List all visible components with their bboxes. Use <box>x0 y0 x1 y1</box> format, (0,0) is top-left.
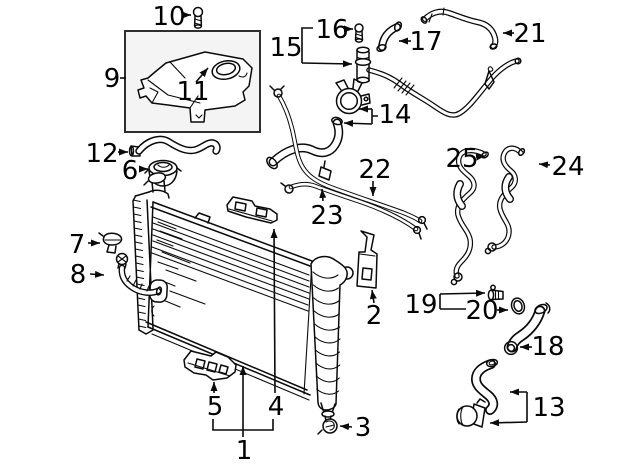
callout-3-label: 3 <box>355 413 372 443</box>
pipe-clip <box>484 66 495 90</box>
callout-20-label: 20 <box>465 296 498 326</box>
thermostat-housing <box>456 398 486 428</box>
callout-24-label: 24 <box>551 152 584 182</box>
callout-19-label: 19 <box>404 290 437 320</box>
plug <box>487 284 504 301</box>
right-tank <box>310 255 348 411</box>
callout-13-label: 13 <box>532 393 565 423</box>
o-ring <box>510 297 526 315</box>
callout-10-label: 10 <box>152 2 185 32</box>
callout-5-label: 5 <box>207 392 224 422</box>
mount-clip <box>98 232 123 254</box>
leader-lines <box>88 11 551 437</box>
heater-hose-left <box>450 147 490 286</box>
callout-22-label: 22 <box>358 155 391 185</box>
callout-2-label: 2 <box>366 301 383 331</box>
coolant-reservoir-tank <box>137 51 253 123</box>
outlet-housing <box>335 78 371 115</box>
callout-12-label: 12 <box>85 139 118 169</box>
upper-mount-bracket <box>226 196 278 224</box>
filler-neck <box>148 189 170 199</box>
water-outlet-and-hose <box>266 78 371 170</box>
drain-plug <box>317 418 338 435</box>
callout-1-label: 1 <box>236 436 253 466</box>
callout-4-label: 4 <box>268 392 285 422</box>
callout-18-label: 18 <box>531 332 564 362</box>
callout-7-label: 7 <box>69 230 86 260</box>
callout-17-label: 17 <box>409 27 442 57</box>
lower-radiator-hose <box>456 358 499 428</box>
upper-radiator-hose <box>503 302 551 356</box>
callout-25-label: 25 <box>445 144 478 174</box>
vent-hose <box>420 7 499 50</box>
overflow-hose <box>128 135 221 157</box>
heater-hose-right <box>484 145 526 255</box>
side-bracket <box>356 230 378 289</box>
callout-6-label: 6 <box>122 156 139 186</box>
t-fitting <box>354 46 372 84</box>
callout-11-label: 11 <box>176 77 209 107</box>
callout-21-label: 21 <box>513 19 546 49</box>
radiator-assembly <box>132 172 354 426</box>
elbow-hose <box>376 21 403 52</box>
lower-mount-bracket <box>183 350 237 381</box>
callout-15-label: 15 <box>269 33 302 63</box>
cooler-pipes <box>269 85 428 240</box>
pipe-bolt <box>354 23 364 43</box>
reservoir-bolt <box>192 6 204 29</box>
callout-23-label: 23 <box>310 201 343 231</box>
callout-8-label: 8 <box>70 260 87 290</box>
callout-16-label: 16 <box>315 15 348 45</box>
callout-14-label: 14 <box>378 100 411 130</box>
callout-9-label: 9 <box>104 64 121 94</box>
drain-hose <box>115 252 163 296</box>
